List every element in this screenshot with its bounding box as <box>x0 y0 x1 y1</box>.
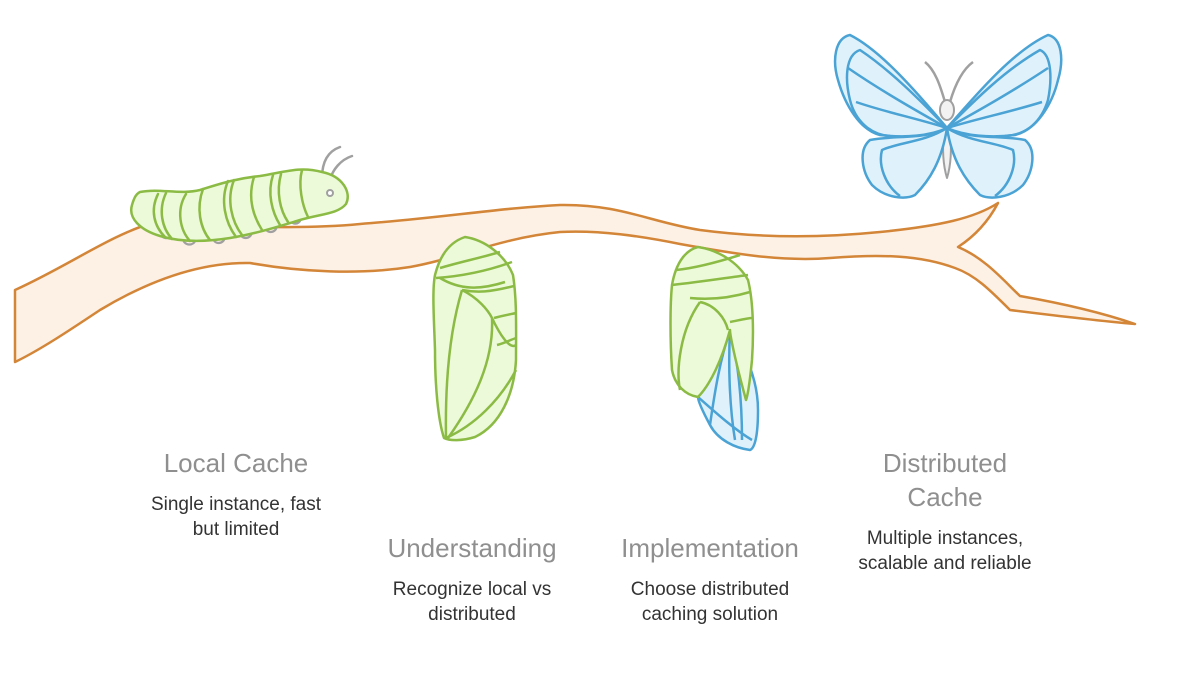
stage-understanding: Understanding Recognize local vs distrib… <box>352 531 592 627</box>
stage-title: Local Cache <box>163 448 309 478</box>
stage-description: Single instance, fast but limited <box>150 494 322 540</box>
caterpillar-icon <box>129 145 354 246</box>
butterfly-icon <box>833 33 1063 199</box>
stage-title: Implementation <box>621 533 799 563</box>
stage-local-cache: Local Cache Single instance, fast but li… <box>116 446 356 542</box>
stage-distributed-cache: Distributed Cache Multiple instances, sc… <box>825 446 1065 576</box>
stage-description: Multiple instances, scalable and reliabl… <box>858 528 1032 574</box>
branch-icon <box>13 201 1137 364</box>
emerging-chrysalis-icon <box>669 245 760 452</box>
chrysalis-icon <box>432 235 518 442</box>
stage-implementation: Implementation Choose distributed cachin… <box>590 531 830 627</box>
stage-title: Distributed Cache <box>882 448 1008 512</box>
stage-title: Understanding <box>387 533 557 563</box>
stage-description: Recognize local vs distributed <box>392 579 552 625</box>
stage-description: Choose distributed caching solution <box>630 579 790 625</box>
